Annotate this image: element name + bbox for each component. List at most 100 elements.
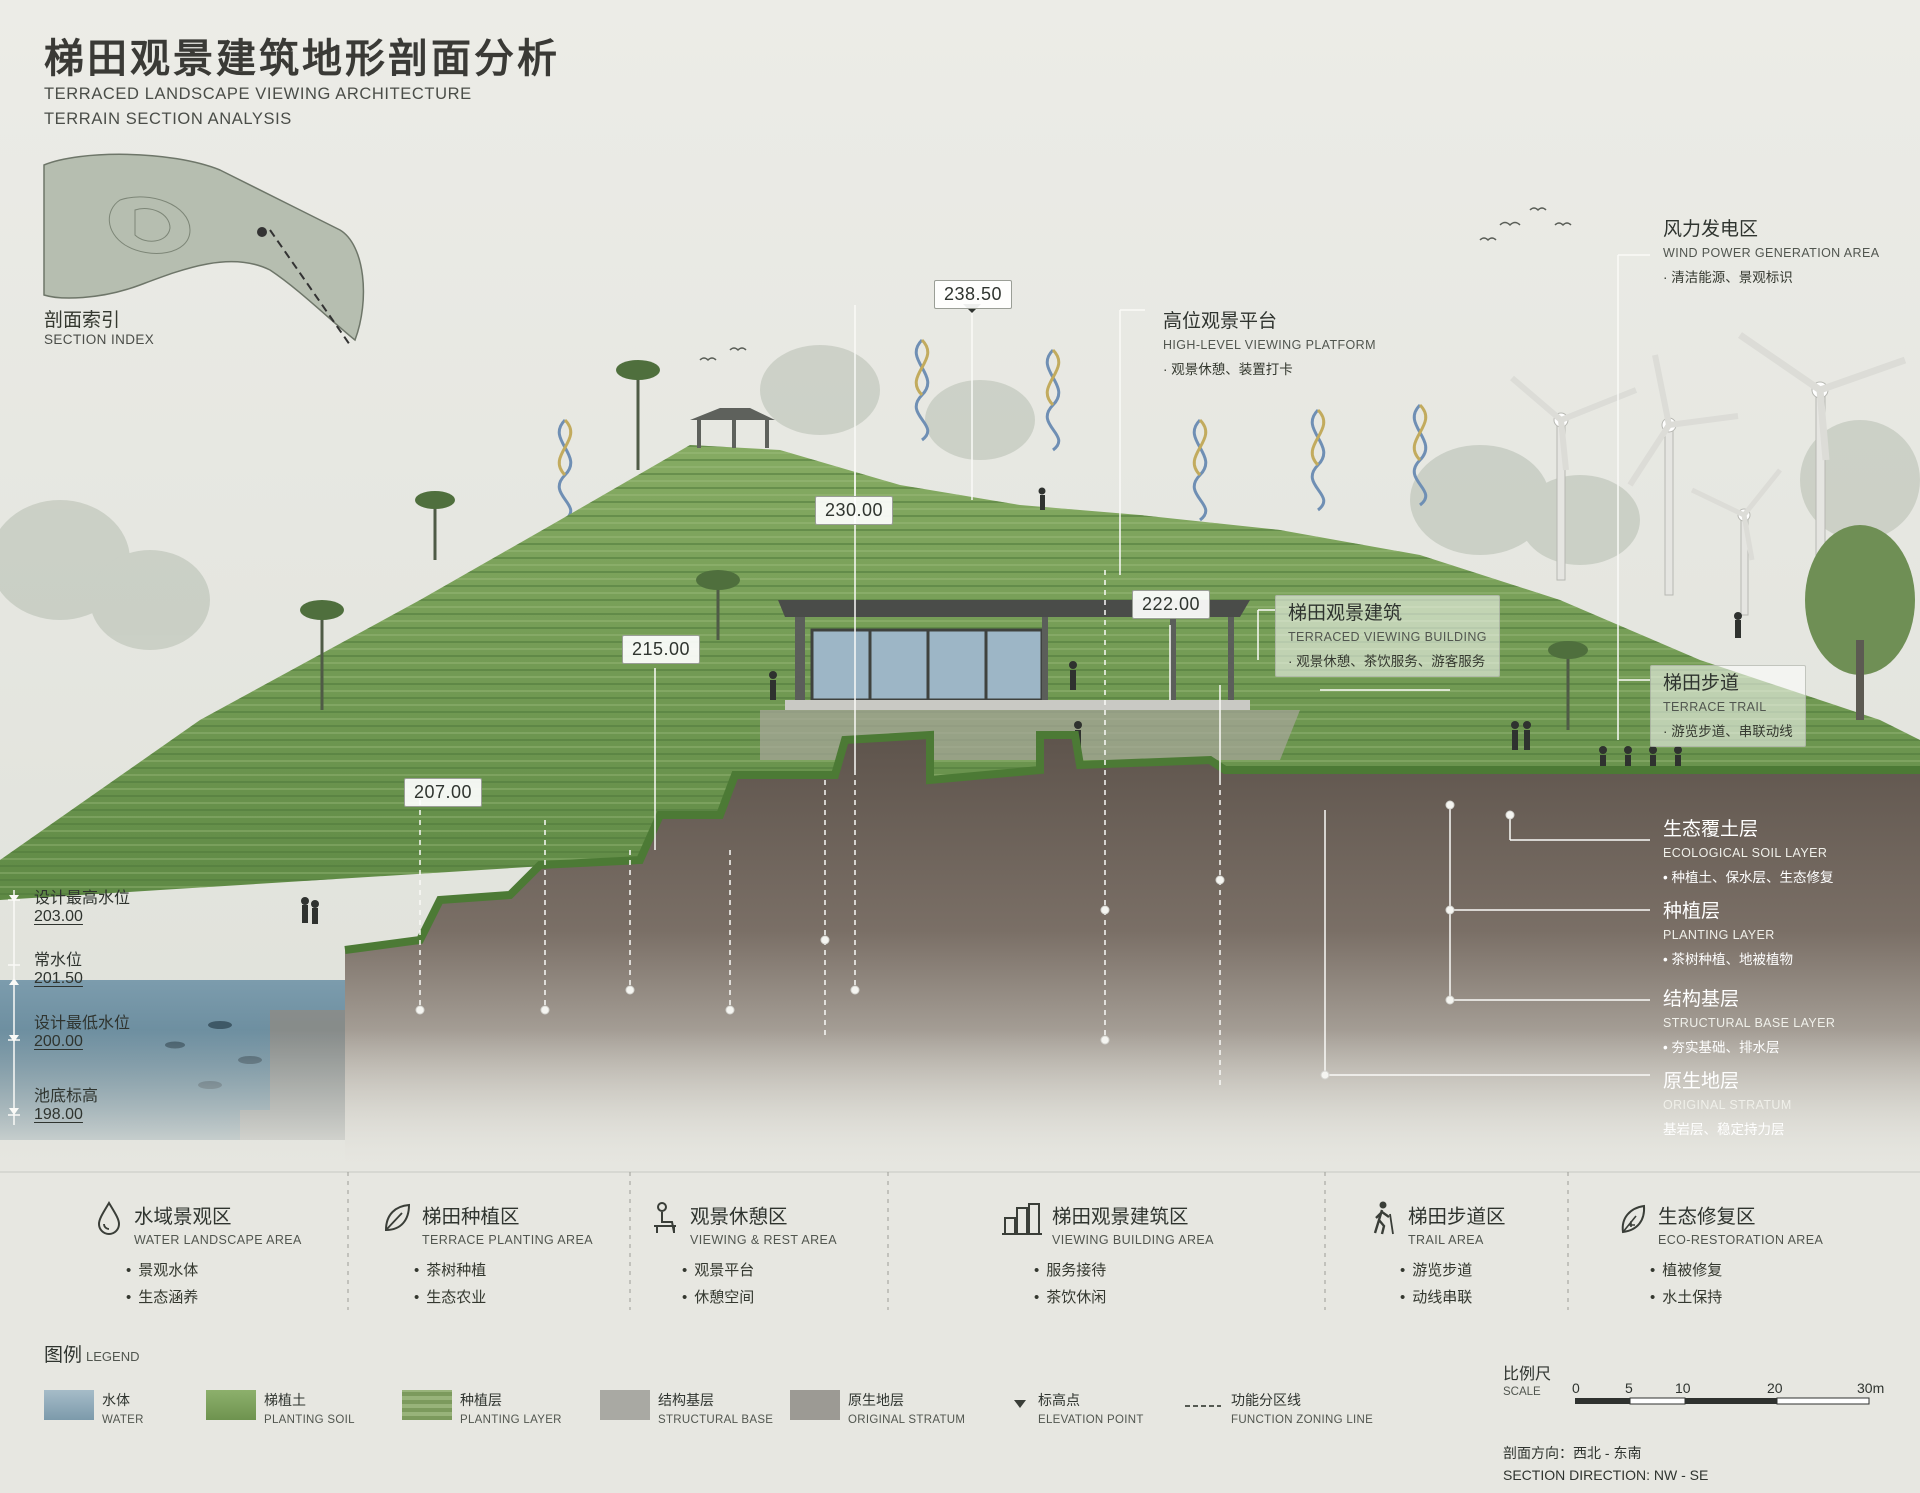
- subtitle-line-1: TERRACED LANDSCAPE VIEWING ARCHITECTURE: [44, 85, 472, 103]
- zone-items: 景观水体 生态涵养: [126, 1257, 302, 1311]
- scale-tick: 5: [1625, 1380, 1633, 1396]
- leaf-icon: [384, 1203, 411, 1232]
- zone-item: 生态涵养: [126, 1284, 302, 1311]
- legend-sublabel: ELEVATION POINT: [1038, 1414, 1144, 1426]
- zone-item: 观景平台: [682, 1257, 837, 1284]
- legend-swatch-structural: [600, 1390, 650, 1420]
- section-index-subtitle: SECTION INDEX: [44, 332, 155, 347]
- zone-items: 游览步道 动线串联: [1400, 1257, 1506, 1311]
- water-level-high-label: 设计最高水位: [34, 890, 131, 907]
- water-level-low-value: 200.00: [34, 1033, 83, 1050]
- hiker-icon: [1373, 1201, 1394, 1235]
- zone-viewing-rest: 观景休憩区 VIEWING & REST AREA 观景平台 休憩空间: [650, 1200, 837, 1311]
- zone-item: 休憩空间: [682, 1284, 837, 1311]
- leader-lines: [419, 254, 1650, 1090]
- scale-subtitle: SCALE: [1503, 1386, 1541, 1398]
- legend-sublabel: ORIGINAL STRATUM: [848, 1414, 966, 1426]
- callout-building-desc: · 观景休憩、茶饮服务、游客服务: [1288, 654, 1486, 669]
- scale-tick: 30m: [1857, 1380, 1885, 1396]
- section-direction-en: SECTION DIRECTION: NW - SE: [1503, 1467, 1709, 1483]
- callout-original-subtitle: ORIGINAL STRATUM: [1663, 1098, 1792, 1112]
- zone-item: 茶树种植: [414, 1257, 593, 1284]
- water-level-normal-value: 201.50: [34, 970, 83, 987]
- callout-trail-subtitle: TERRACE TRAIL: [1663, 700, 1767, 714]
- scale-bar: [1575, 1397, 1870, 1405]
- scale-tick: 0: [1572, 1380, 1580, 1396]
- callout-structural-subtitle: STRUCTURAL BASE LAYER: [1663, 1016, 1836, 1030]
- zone-item: 茶饮休闲: [1034, 1284, 1214, 1311]
- gazebo: [690, 408, 775, 448]
- dashed-line-icon: [1185, 1405, 1221, 1407]
- scale-title: 比例尺: [1503, 1366, 1552, 1383]
- legend-item-elevation-point: 标高点 ELEVATION POINT: [1010, 1390, 1144, 1426]
- zone-title: 梯田种植区: [422, 1206, 520, 1228]
- callout-eco-soil-subtitle: ECOLOGICAL SOIL LAYER: [1663, 846, 1828, 860]
- zone-item: 水土保持: [1650, 1284, 1823, 1311]
- zone-items: 观景平台 休憩空间: [682, 1257, 837, 1311]
- callout-wind-subtitle: WIND POWER GENERATION AREA: [1663, 246, 1880, 260]
- zone-title: 观景休憩区: [690, 1206, 788, 1228]
- legend-sublabel: PLANTING SOIL: [264, 1414, 355, 1426]
- legend-title-en: LEGEND: [86, 1349, 140, 1364]
- legend-sublabel: STRUCTURAL BASE: [658, 1414, 774, 1426]
- callout-platform-desc: · 观景休憩、装置打卡: [1163, 362, 1293, 377]
- callout-wind-power: 风力发电区 WIND POWER GENERATION AREA · 清洁能源、…: [1663, 218, 1879, 286]
- zone-water-landscape: 水域景观区 WATER LANDSCAPE AREA 景观水体 生态涵养: [94, 1200, 302, 1311]
- water-level-low-label: 设计最低水位: [34, 1015, 131, 1032]
- legend-label: 标高点: [1038, 1392, 1080, 1408]
- legend-item-structural-base: 结构基层 STRUCTURAL BASE: [600, 1390, 773, 1426]
- legend-swatch-water: [44, 1390, 94, 1420]
- elevation-point-icon: [1014, 1400, 1026, 1408]
- legend-title-cn: 图例: [44, 1345, 83, 1366]
- callout-original-title: 原生地层: [1663, 1071, 1740, 1092]
- water-level-normal: 常水位 201.50: [34, 946, 83, 988]
- scale-tick: 10: [1675, 1380, 1691, 1396]
- legend-label: 结构基层: [658, 1392, 714, 1408]
- callout-ecological-soil: 生态覆土层 ECOLOGICAL SOIL LAYER • 种植土、保水层、生态…: [1663, 818, 1833, 886]
- callout-platform-title: 高位观景平台: [1163, 311, 1278, 332]
- birds: [699, 207, 1572, 362]
- elevation-label-238: 238.50: [934, 280, 1013, 309]
- callout-building-title: 梯田观景建筑: [1288, 603, 1403, 624]
- zone-title: 水域景观区: [134, 1206, 232, 1228]
- callout-planting-layer: 种植层 PLANTING LAYER • 茶树种植、地被植物: [1663, 900, 1793, 968]
- building-icon: [1002, 1203, 1042, 1235]
- water-level-low: 设计最低水位 200.00: [34, 1009, 130, 1051]
- zone-items: 植被修复 水土保持: [1650, 1257, 1823, 1311]
- callout-planting-desc: • 茶树种植、地被植物: [1663, 952, 1793, 967]
- zone-item: 景观水体: [126, 1257, 302, 1284]
- elevation-label-215: 215.00: [622, 635, 701, 664]
- legend-label: 种植层: [460, 1392, 502, 1408]
- callout-structural-title: 结构基层: [1663, 989, 1740, 1010]
- callout-original-desc: 基岩层、稳定持力层: [1663, 1122, 1785, 1137]
- wind-turbines: [1510, 332, 1907, 621]
- callout-platform-subtitle: HIGH-LEVEL VIEWING PLATFORM: [1163, 338, 1376, 352]
- legend-label: 功能分区线: [1231, 1392, 1301, 1408]
- callout-structural-desc: • 夯实基础、排水层: [1663, 1040, 1780, 1055]
- zone-item: 游览步道: [1400, 1257, 1506, 1284]
- callout-building-subtitle: TERRACED VIEWING BUILDING: [1288, 630, 1487, 644]
- callout-structural-base: 结构基层 STRUCTURAL BASE LAYER • 夯实基础、排水层: [1663, 988, 1835, 1056]
- zone-trail: 梯田步道区 TRAIL AREA 游览步道 动线串联: [1368, 1200, 1506, 1311]
- water-drop-icon: [97, 1201, 121, 1235]
- zone-item: 植被修复: [1650, 1257, 1823, 1284]
- callout-viewing-platform: 高位观景平台 HIGH-LEVEL VIEWING PLATFORM · 观景休…: [1163, 310, 1376, 378]
- legend-swatch-original: [790, 1390, 840, 1420]
- legend-swatch-planting: [402, 1390, 452, 1420]
- function-zoning-lines: [0, 1171, 1920, 1310]
- callout-planting-subtitle: PLANTING LAYER: [1663, 928, 1775, 942]
- seated-person-icon: [654, 1202, 676, 1233]
- subtitle-line-2: TERRAIN SECTION ANALYSIS: [44, 110, 292, 128]
- zone-item: 动线串联: [1400, 1284, 1506, 1311]
- zone-items: 茶树种植 生态农业: [414, 1257, 593, 1311]
- elevation-label-230: 230.00: [815, 496, 894, 525]
- water-level-bottom-value: 198.00: [34, 1106, 83, 1123]
- zone-item: 服务接待: [1034, 1257, 1214, 1284]
- callout-viewing-building: 梯田观景建筑 TERRACED VIEWING BUILDING · 观景休憩、…: [1275, 595, 1500, 677]
- callout-trail-title: 梯田步道: [1663, 673, 1740, 694]
- callout-eco-soil-desc: • 种植土、保水层、生态修复: [1663, 870, 1834, 885]
